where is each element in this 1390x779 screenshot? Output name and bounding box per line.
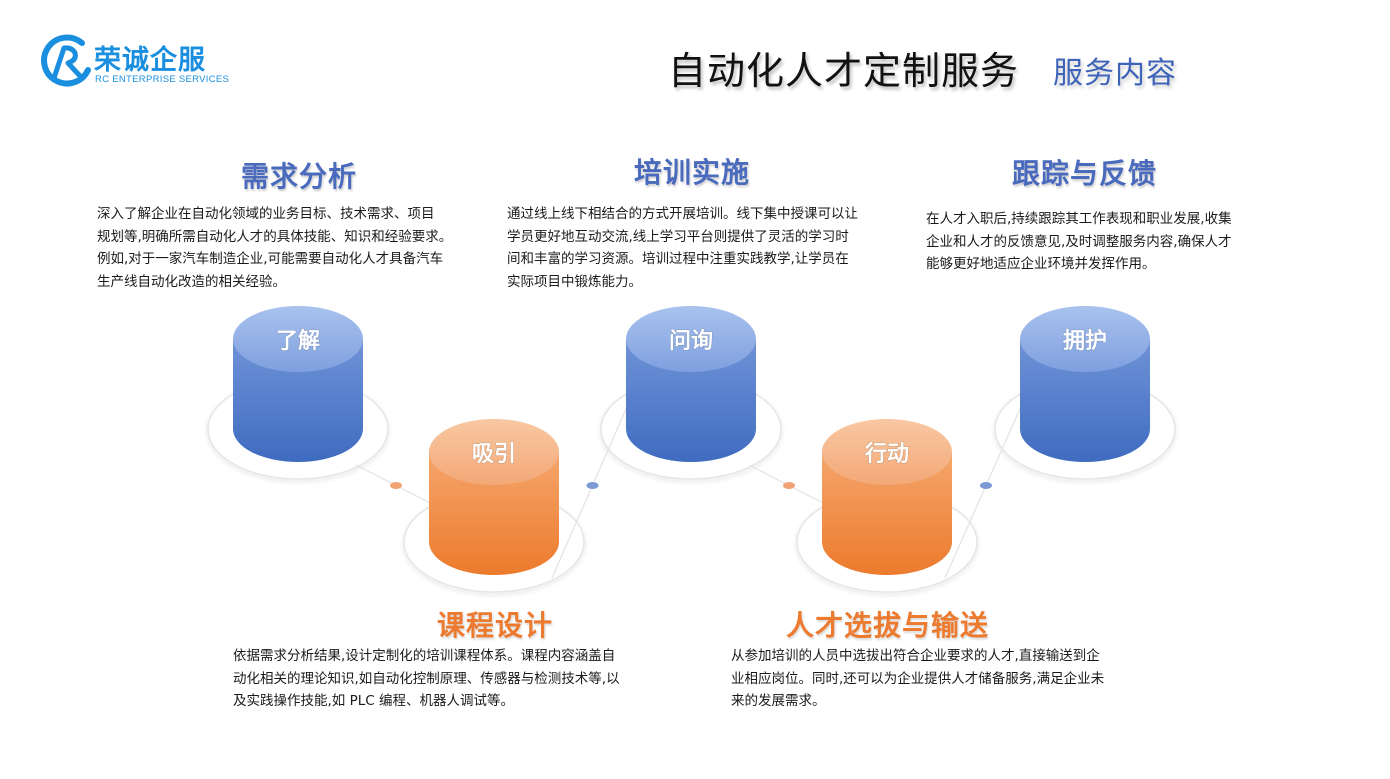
connector-dot (783, 482, 795, 489)
cylinder-top-blue (233, 306, 363, 372)
desc-line: 实际项目中锻炼能力。 (507, 273, 642, 290)
connector-dot (390, 482, 402, 489)
section-title-tracking-feedback: 跟踪与反馈 (1012, 157, 1158, 190)
rc-logo-icon (41, 34, 91, 87)
desc-line: 从参加培训的人员中选拔出符合企业要求的人才,直接输送到企 (731, 648, 1100, 664)
desc-line: 依据需求分析结果,设计定制化的培训课程体系。课程内容涵盖自 (233, 648, 616, 664)
cylinder-label: 行动 (864, 441, 909, 467)
desc-line: 间和丰富的学习资源。培训过程中注重实践教学,让学员在 (507, 251, 849, 267)
cylinder-body-blue (233, 339, 363, 462)
section-desc-training-implementation: 通过线上线下相结合的方式开展培训。线下集中授课可以让 学员更好地互动交流,线上学… (507, 203, 907, 293)
desc-line: 企业和人才的反馈意见,及时调整服务内容,确保人才 (926, 233, 1232, 250)
page-title: 自动化人才定制服务 (668, 49, 1020, 93)
cylinder-body-orange (429, 452, 559, 575)
desc-line: 例如,对于一家汽车制造企业,可能需要自动化人才具备汽车 (97, 251, 444, 267)
desc-line: 动化相关的理论知识,如自动化控制原理、传感器与检测技术等,以 (233, 670, 620, 687)
company-logo: 荣诚企服 RC ENTERPRISE SERVICES (38, 32, 230, 92)
desc-line: 在人才入职后,持续跟踪其工作表现和职业发展,收集 (926, 211, 1232, 227)
desc-line: 深入了解企业在自动化领域的业务目标、技术需求、项目 (97, 206, 435, 222)
desc-line: 及实践操作技能,如 PLC 编程、机器人调试等。 (233, 693, 514, 709)
section-desc-requirement-analysis: 深入了解企业在自动化领域的业务目标、技术需求、项目 规划等,明确所需自动化人才的… (97, 203, 497, 293)
section-desc-course-design: 依据需求分析结果,设计定制化的培训课程体系。课程内容涵盖自 动化相关的理论知识,… (233, 645, 663, 713)
cylinder-label: 问询 (669, 328, 713, 354)
cylinder-top-orange (429, 419, 559, 485)
cylinder-top-orange (822, 419, 952, 485)
cylinder-top-blue (1020, 306, 1150, 372)
logo-subtitle: RC ENTERPRISE SERVICES (95, 74, 230, 85)
cylinder-body-blue (1020, 339, 1150, 462)
section-desc-tracking-feedback: 在人才入职后,持续跟踪其工作表现和职业发展,收集 企业和人才的反馈意见,及时调整… (926, 208, 1286, 276)
desc-line: 生产线自动化改造的相关经验。 (97, 273, 286, 290)
section-title-training-implementation: 培训实施 (634, 156, 751, 189)
cylinder-body-orange (822, 452, 952, 575)
page-subtitle: 服务内容 (1053, 56, 1177, 91)
cylinder-body-blue (626, 339, 756, 462)
desc-line: 能够更好地适应企业环境并发挥作用。 (926, 256, 1156, 272)
section-title-course-design: 课程设计 (437, 609, 554, 642)
cylinder-label: 吸引 (472, 441, 516, 467)
section-title-talent-selection: 人才选拔与输送 (786, 609, 990, 642)
logo-name: 荣诚企服 (94, 45, 206, 76)
section-desc-talent-selection: 从参加培训的人员中选拔出符合企业要求的人才,直接输送到企 业相应岗位。同时,还可… (731, 645, 1161, 713)
desc-line: 规划等,明确所需自动化人才的具体技能、知识和经验要求。 (97, 228, 453, 245)
connector-dot (980, 482, 992, 489)
desc-line: 通过线上线下相结合的方式开展培训。线下集中授课可以让 (507, 206, 858, 222)
cylinder-label: 拥护 (1063, 328, 1107, 354)
desc-line: 来的发展需求。 (731, 693, 826, 709)
section-title-requirement-analysis: 需求分析 (241, 160, 358, 193)
connector-dot (586, 482, 599, 489)
desc-line: 业相应岗位。同时,还可以为企业提供人才储备服务,满足企业未 (731, 670, 1105, 687)
desc-line: 学员更好地互动交流,线上学习平台则提供了灵活的学习时 (507, 228, 849, 245)
cylinder-label: 了解 (276, 328, 320, 354)
cylinder-top-blue (626, 306, 756, 372)
